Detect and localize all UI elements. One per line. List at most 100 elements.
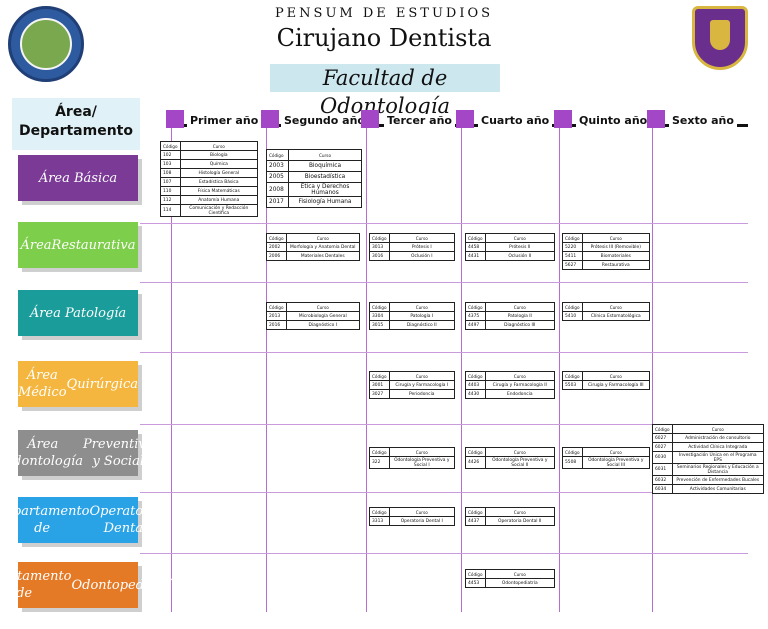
year-label-2: Segundo año bbox=[281, 114, 368, 127]
column-header-course: Curso bbox=[388, 302, 456, 312]
column-header-code: Código bbox=[562, 233, 583, 243]
course-name: Administración de consultorio bbox=[671, 433, 765, 443]
year-label-1: Primer año bbox=[187, 114, 262, 127]
column-header-course: Curso bbox=[484, 302, 556, 312]
column-header-code: Código bbox=[369, 233, 390, 243]
column-header-course: Curso bbox=[388, 233, 456, 243]
column-header-code: Código bbox=[266, 302, 287, 312]
course-code: 3304 bbox=[369, 311, 390, 321]
year-divider-1 bbox=[171, 128, 172, 612]
page-title: Cirujano Dentista bbox=[276, 24, 492, 52]
column-header-code: Código bbox=[465, 569, 486, 579]
column-header-code: Código bbox=[562, 371, 583, 381]
area-label-text: Quirúrgica bbox=[66, 376, 139, 392]
year-divider-4 bbox=[461, 128, 462, 612]
area-header-line2: Departamento bbox=[19, 123, 133, 139]
course-name: Materiales Dentales bbox=[285, 251, 361, 261]
course-code: 103 bbox=[160, 159, 181, 169]
course-code: 4453 bbox=[465, 578, 486, 588]
course-code: 110 bbox=[160, 186, 181, 196]
column-header-code: Código bbox=[160, 141, 181, 151]
course-code: 4437 bbox=[465, 516, 486, 526]
area-label-text: Área Patología bbox=[29, 305, 127, 321]
course-code: 5627 bbox=[562, 260, 583, 270]
course-name: Operatoria Dental I bbox=[388, 516, 456, 526]
area-label-text: Área Médico bbox=[17, 368, 67, 400]
year-label-6: Sexto año bbox=[669, 114, 737, 127]
column-header-course: Curso bbox=[484, 371, 556, 381]
column-header-course: Curso bbox=[288, 149, 362, 161]
course-name: Prevención de Enfermedades Bucales bbox=[671, 475, 765, 485]
column-header-course: Curso bbox=[484, 507, 556, 517]
course-code: 4430 bbox=[465, 389, 486, 399]
course-name: Odontopediatría bbox=[484, 578, 556, 588]
course-name: Histología General bbox=[179, 168, 259, 178]
row-divider bbox=[140, 492, 748, 493]
course-code: 5508 bbox=[562, 456, 583, 469]
course-name: Diagnóstico II bbox=[388, 320, 456, 330]
course-code: 3313 bbox=[369, 516, 390, 526]
year-divider-3 bbox=[366, 128, 367, 612]
course-name: Cirugía y Farmacología III bbox=[581, 380, 651, 390]
year-marker bbox=[166, 110, 184, 128]
university-seal-emblem bbox=[20, 18, 72, 70]
column-header-code: Código bbox=[465, 302, 486, 312]
course-code: 114 bbox=[160, 204, 181, 217]
row-divider bbox=[140, 553, 748, 554]
column-header-code: Código bbox=[562, 447, 583, 457]
course-code: 6031 bbox=[652, 463, 673, 476]
course-code: 2016 bbox=[266, 320, 287, 330]
area-label-text: Operatoria Dental bbox=[89, 504, 162, 536]
course-code: 3027 bbox=[369, 389, 390, 399]
column-header-course: Curso bbox=[179, 141, 259, 151]
course-name: Bioquímica bbox=[288, 160, 362, 172]
course-name: Ética y Derechos Humanos bbox=[288, 182, 362, 197]
column-header-course: Curso bbox=[484, 233, 556, 243]
area-label-patologia: Área Patología bbox=[18, 290, 138, 336]
course-name: Química bbox=[179, 159, 259, 169]
course-code: 5503 bbox=[562, 380, 583, 390]
column-header-course: Curso bbox=[581, 233, 651, 243]
column-header-code: Código bbox=[562, 302, 583, 312]
course-code: 5411 bbox=[562, 251, 583, 261]
course-name: Diagnóstico I bbox=[285, 320, 361, 330]
column-header-code: Código bbox=[465, 507, 486, 517]
